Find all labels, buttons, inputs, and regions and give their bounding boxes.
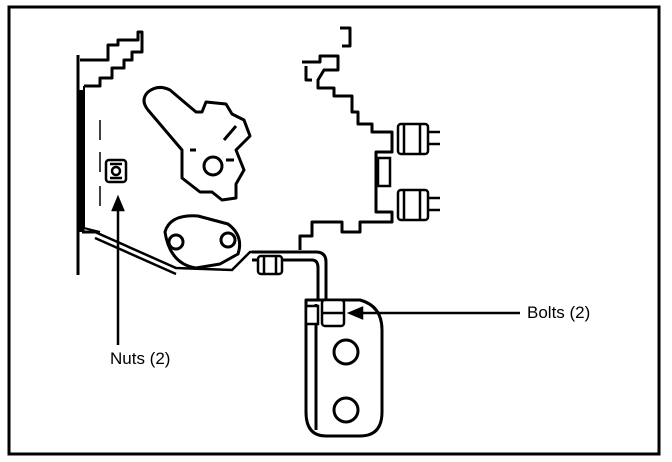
bolts-label: Bolts (2): [527, 303, 591, 322]
mounting-bracket: [252, 250, 384, 438]
carburetor-body: [298, 26, 394, 250]
bolts-leader: [346, 306, 520, 320]
left-nut: [104, 158, 128, 184]
fuel-fittings: [376, 122, 440, 222]
nuts-label: Nuts (2): [110, 349, 171, 368]
oval-cover-plate: [163, 214, 242, 270]
throttle-lever: [142, 85, 252, 202]
nuts-leader: [111, 194, 125, 345]
bracket-nut: [256, 254, 284, 276]
outer-frame: [7, 5, 661, 456]
bracket-bolts: [304, 298, 346, 328]
left-mounting-plate: [76, 30, 144, 275]
